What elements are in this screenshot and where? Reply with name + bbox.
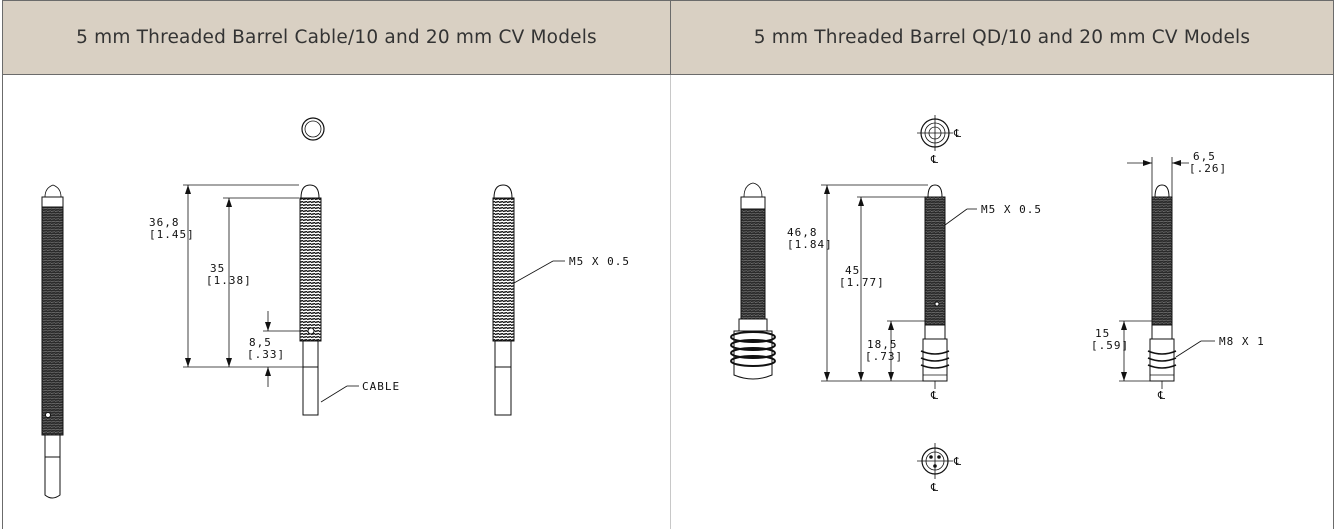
cable-model-drawing: 36,8 [1.45] 35 [1.38] 8,5 [.33] [41, 117, 630, 499]
centerline-symbol-bottom-v: ℄ [930, 481, 939, 494]
qd-model-drawing: ℄ ℄ ℄ [730, 115, 1265, 494]
cable-model-drawing-cell: 36,8 [1.45] 35 [1.38] 8,5 [.33] [2, 74, 671, 529]
dim-thread-length-in: [1.38] [206, 274, 252, 287]
qd-connector-thread-label: M8 X 1 [1219, 335, 1265, 348]
qd-top-view: ℄ ℄ [917, 115, 962, 166]
qd-dim-diameter: 6,5 [1193, 150, 1216, 163]
qd-thread-spec-label: M5 X 0.5 [981, 203, 1042, 216]
cable-label: CABLE [362, 380, 400, 393]
dim-thread-length: 35 [210, 262, 225, 275]
dim-overall-length-in: [1.45] [149, 228, 195, 241]
qd-dim-connector-offset-in: [.59] [1091, 339, 1129, 352]
sensor-dimension-view: 36,8 [1.45] 35 [1.38] 8,5 [.33] [149, 184, 400, 416]
centerline-symbol-bottom-h: ℄ [953, 455, 962, 468]
thread-spec-label: M5 X 0.5 [569, 255, 630, 268]
qd-connector-face-view: ℄ ℄ [917, 443, 962, 494]
qd-dim-overall-length: 46,8 [787, 226, 818, 239]
sensor-isometric-view [41, 184, 64, 499]
qd-model-drawing-cell: ℄ ℄ ℄ [670, 74, 1334, 529]
qd-dim-connector-offset: 15 [1095, 327, 1110, 340]
centerline-symbol-side: ℄ [930, 389, 939, 402]
sensor-top-view [301, 117, 325, 141]
header-cable-models: 5 mm Threaded Barrel Cable/10 and 20 mm … [2, 0, 671, 75]
qd-sensor-isometric-view [730, 182, 776, 380]
dim-overall-length: 36,8 [149, 216, 180, 229]
dim-led-offset: 8,5 [249, 336, 272, 349]
qd-dim-connector-length: 18,5 [867, 338, 898, 351]
centerline-symbol-top-h: ℄ [953, 127, 962, 140]
header-qd-models: 5 mm Threaded Barrel QD/10 and 20 mm CV … [670, 0, 1334, 75]
dim-led-offset-in: [.33] [247, 348, 285, 361]
qd-dim-thread-length: 45 [845, 264, 860, 277]
qd-dim-overall-length-in: [1.84] [787, 238, 833, 251]
qd-sensor-dimension-view: ℄ 46,8 [1.84] 45 [787, 184, 1042, 402]
centerline-symbol-top-v: ℄ [930, 153, 939, 166]
qd-dim-diameter-in: [.26] [1189, 162, 1227, 175]
sensor-thread-view: M5 X 0.5 [492, 184, 630, 416]
qd-dim-connector-length-in: [.73] [865, 350, 903, 363]
centerline-symbol-right: ℄ [1157, 389, 1166, 402]
qd-dim-thread-length-in: [1.77] [839, 276, 885, 289]
qd-sensor-side-view: ℄ 6,5 [.26] 15 [1091, 150, 1265, 402]
